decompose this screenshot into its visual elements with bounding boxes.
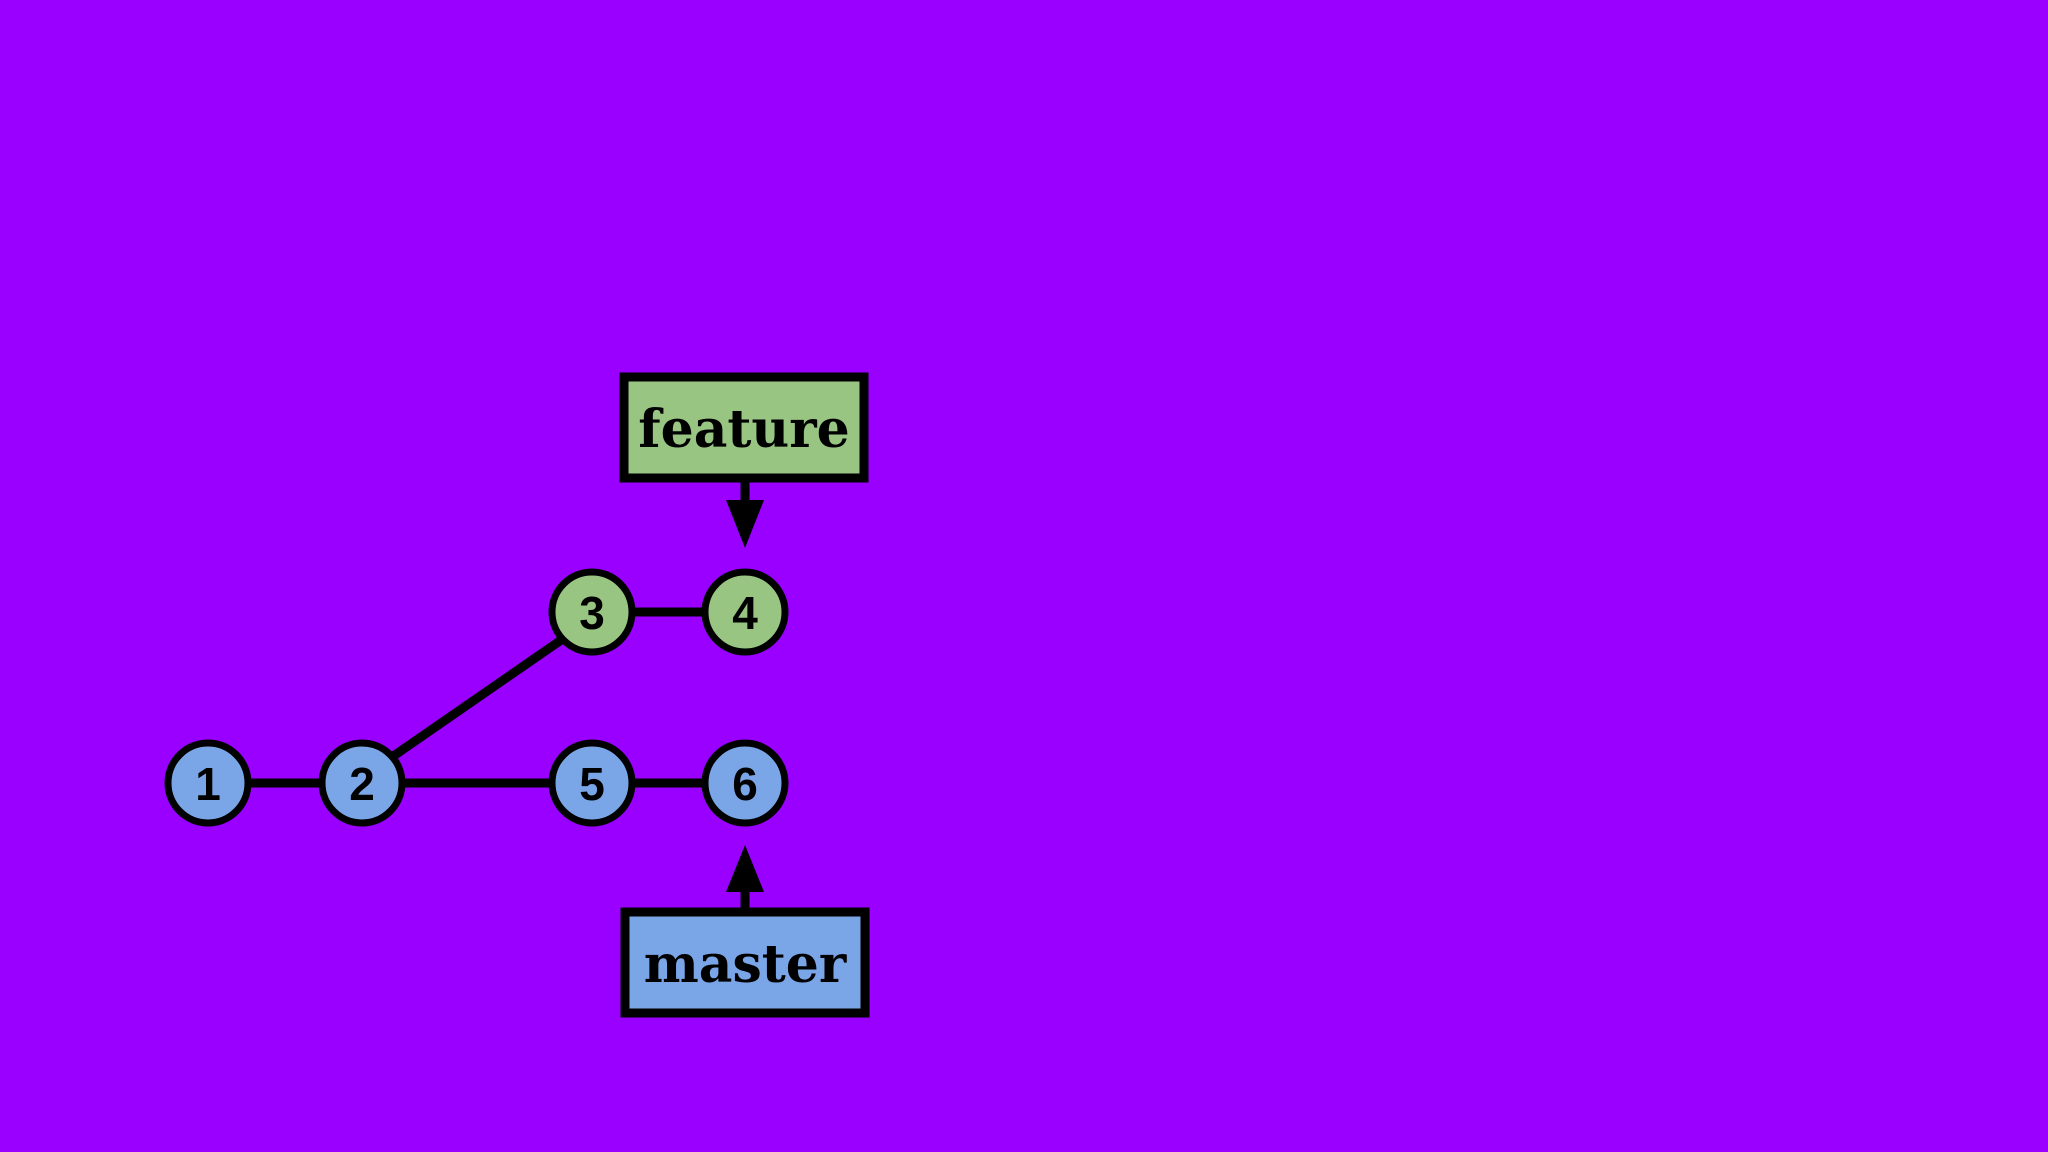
commit-number-1: 1 xyxy=(195,758,221,810)
feature-label-arrow xyxy=(726,478,764,548)
master-label-box xyxy=(620,907,870,1018)
branch-pointer-arrows xyxy=(726,478,764,912)
commit-number-3: 3 xyxy=(579,587,605,639)
commit-circle-2 xyxy=(318,739,406,827)
master-label-arrow xyxy=(726,845,764,912)
edge-commit-2-to-commit-3 xyxy=(389,634,567,761)
commit-number-2: 2 xyxy=(349,758,375,810)
branch-label-boxes: feature master xyxy=(619,372,870,1018)
commit-node-1[interactable]: 1 xyxy=(164,739,252,827)
commit-number-5: 5 xyxy=(579,758,605,810)
commit-node-4[interactable]: 4 xyxy=(701,568,789,656)
commit-number-6: 6 xyxy=(732,758,758,810)
master-label-arrow-head-icon xyxy=(726,845,764,892)
feature-label-text: feature xyxy=(638,399,849,460)
commit-node-2[interactable]: 2 xyxy=(318,739,406,827)
commit-circle-3 xyxy=(548,568,636,656)
commit-circle-1 xyxy=(164,739,252,827)
feature-label-arrow-head-icon xyxy=(726,500,764,548)
commit-circle-6 xyxy=(701,739,789,827)
commit-number-4: 4 xyxy=(732,587,758,639)
commit-node-5[interactable]: 5 xyxy=(548,739,636,827)
feature-label[interactable]: feature xyxy=(619,372,869,483)
commit-circle-4 xyxy=(701,568,789,656)
commit-nodes-group: 1 2 3 4 5 6 xyxy=(164,568,789,827)
master-label[interactable]: master xyxy=(620,907,870,1018)
commit-node-3[interactable]: 3 xyxy=(548,568,636,656)
edges-group xyxy=(248,607,705,788)
feature-label-box xyxy=(619,372,869,483)
commit-circle-5 xyxy=(548,739,636,827)
master-label-text: master xyxy=(644,934,847,995)
commit-node-6[interactable]: 6 xyxy=(701,739,789,827)
